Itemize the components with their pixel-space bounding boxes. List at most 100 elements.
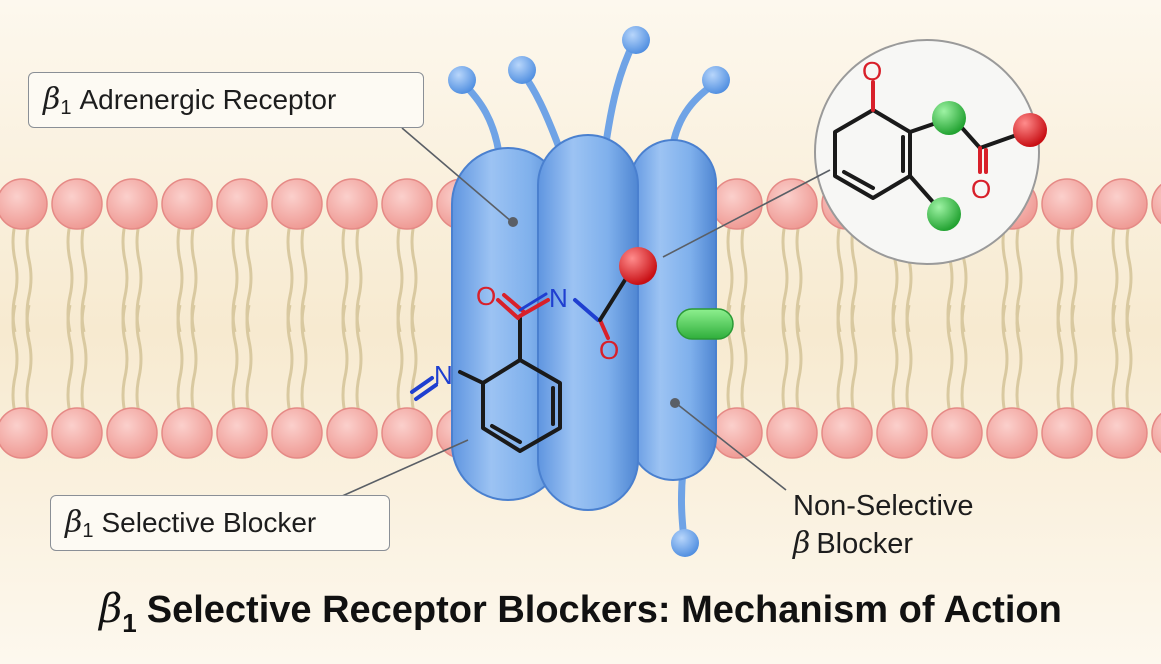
- lipid-head: [821, 407, 873, 459]
- lipid-tail: [1111, 304, 1119, 414]
- lipid-head: [106, 407, 158, 459]
- lipid-head: [1096, 407, 1148, 459]
- lipid-tail: [231, 304, 239, 414]
- leader-dot-nonselective: [670, 398, 680, 408]
- green-binding-pill: [676, 308, 734, 340]
- lipid-tail: [836, 304, 844, 414]
- subscript: 1: [60, 97, 72, 119]
- red-binding-atom: [619, 247, 657, 285]
- lipid-tail: [850, 304, 858, 414]
- nonselective-line2-text: Blocker: [816, 528, 914, 560]
- helix-center: [537, 134, 639, 511]
- atom-nitrogen-imine: N: [434, 360, 453, 390]
- lipid-tail: [740, 304, 748, 414]
- lipid-tail: [135, 304, 143, 414]
- lipid-head: [0, 178, 48, 230]
- lipid-head: [161, 178, 213, 230]
- lipid-head: [766, 407, 818, 459]
- receptor-ball: [702, 66, 730, 94]
- lipid-head: [931, 407, 983, 459]
- lipid-tail: [905, 304, 913, 414]
- lipid-tail: [960, 304, 968, 414]
- inset-oxygen-top: O: [862, 56, 882, 86]
- lipid-head: [1096, 178, 1148, 230]
- atom-oxygen-carbonyl: O: [476, 281, 496, 311]
- receptor-ball: [448, 66, 476, 94]
- lipid-head: [0, 407, 48, 459]
- lipid-head: [51, 407, 103, 459]
- lipid-head: [381, 178, 433, 230]
- nonselective-line1: Non-Selective: [793, 490, 974, 522]
- beta-symbol: β: [65, 505, 83, 540]
- lipid-head: [326, 178, 378, 230]
- lipid-head: [216, 407, 268, 459]
- lipid-tail: [891, 304, 899, 414]
- leader-dot-receptor: [508, 217, 518, 227]
- lipid-tail: [121, 304, 129, 414]
- leader-lines: [339, 127, 831, 498]
- receptor-ball: [508, 56, 536, 84]
- lipid-head: [271, 178, 323, 230]
- lipid-head: [326, 407, 378, 459]
- lipid-tail: [1056, 304, 1064, 414]
- beta-symbol: β: [99, 586, 123, 632]
- lipid-tail: [946, 304, 954, 414]
- inset-oxygen-bottom: O: [971, 174, 991, 204]
- lipid-tail: [66, 304, 74, 414]
- inset-red-atom: [1013, 113, 1047, 147]
- lipid-head: [1041, 407, 1093, 459]
- lipid-tail: [396, 304, 404, 414]
- lipid-tail: [1001, 304, 1009, 414]
- lipid-tail: [1070, 304, 1078, 414]
- lipid-head: [876, 407, 928, 459]
- inset-green-atom: [932, 101, 966, 135]
- receptor-ball: [622, 26, 650, 54]
- page-title: β1 Selective Receptor Blockers: Mechanism…: [0, 586, 1161, 638]
- lipid-tail: [245, 304, 253, 414]
- beta-symbol: β: [793, 526, 811, 561]
- selective-blocker-molecule: [410, 270, 632, 453]
- lipid-head: [51, 178, 103, 230]
- inset-green-atom: [927, 197, 961, 231]
- atom-oxygen-lower: O: [599, 335, 619, 365]
- lipid-head: [1041, 178, 1093, 230]
- lipid-tail: [176, 304, 184, 414]
- lipid-tail: [190, 304, 198, 414]
- lipid-head: [106, 178, 158, 230]
- label-selective-text: Selective Blocker: [101, 507, 317, 538]
- lipid-tail: [355, 304, 363, 414]
- lipid-head: [161, 407, 213, 459]
- lipid-tail: [80, 304, 88, 414]
- receptor-protein: [448, 26, 730, 557]
- lipid-head: [1151, 183, 1161, 225]
- lipid-tail: [286, 304, 294, 414]
- lipid-head: [766, 178, 818, 230]
- subscript: 1: [82, 520, 94, 542]
- lipid-tail: [781, 304, 789, 414]
- lipid-tail: [25, 304, 33, 414]
- beta-symbol: β: [43, 82, 61, 117]
- title-text: Selective Receptor Blockers: Mechanism o…: [146, 589, 1062, 631]
- lipid-head: [381, 407, 433, 459]
- lipid-tail: [341, 304, 349, 414]
- lipid-tail: [1125, 304, 1133, 414]
- atom-nitrogen-amide: N: [549, 283, 568, 313]
- lipid-head: [986, 407, 1038, 459]
- lipid-head: [216, 178, 268, 230]
- receptor-ball: [671, 529, 699, 557]
- lipid-tail: [1015, 304, 1023, 414]
- lipid-tail: [795, 304, 803, 414]
- lipid-tail: [410, 304, 418, 414]
- subscript: 1: [122, 608, 137, 638]
- lipid-head: [711, 178, 763, 230]
- label-receptor-text: Adrenergic Receptor: [79, 84, 337, 115]
- lipid-tail: [11, 304, 19, 414]
- lipid-head: [1151, 412, 1161, 454]
- lipid-head: [271, 407, 323, 459]
- zoom-inset: O O: [814, 39, 1047, 265]
